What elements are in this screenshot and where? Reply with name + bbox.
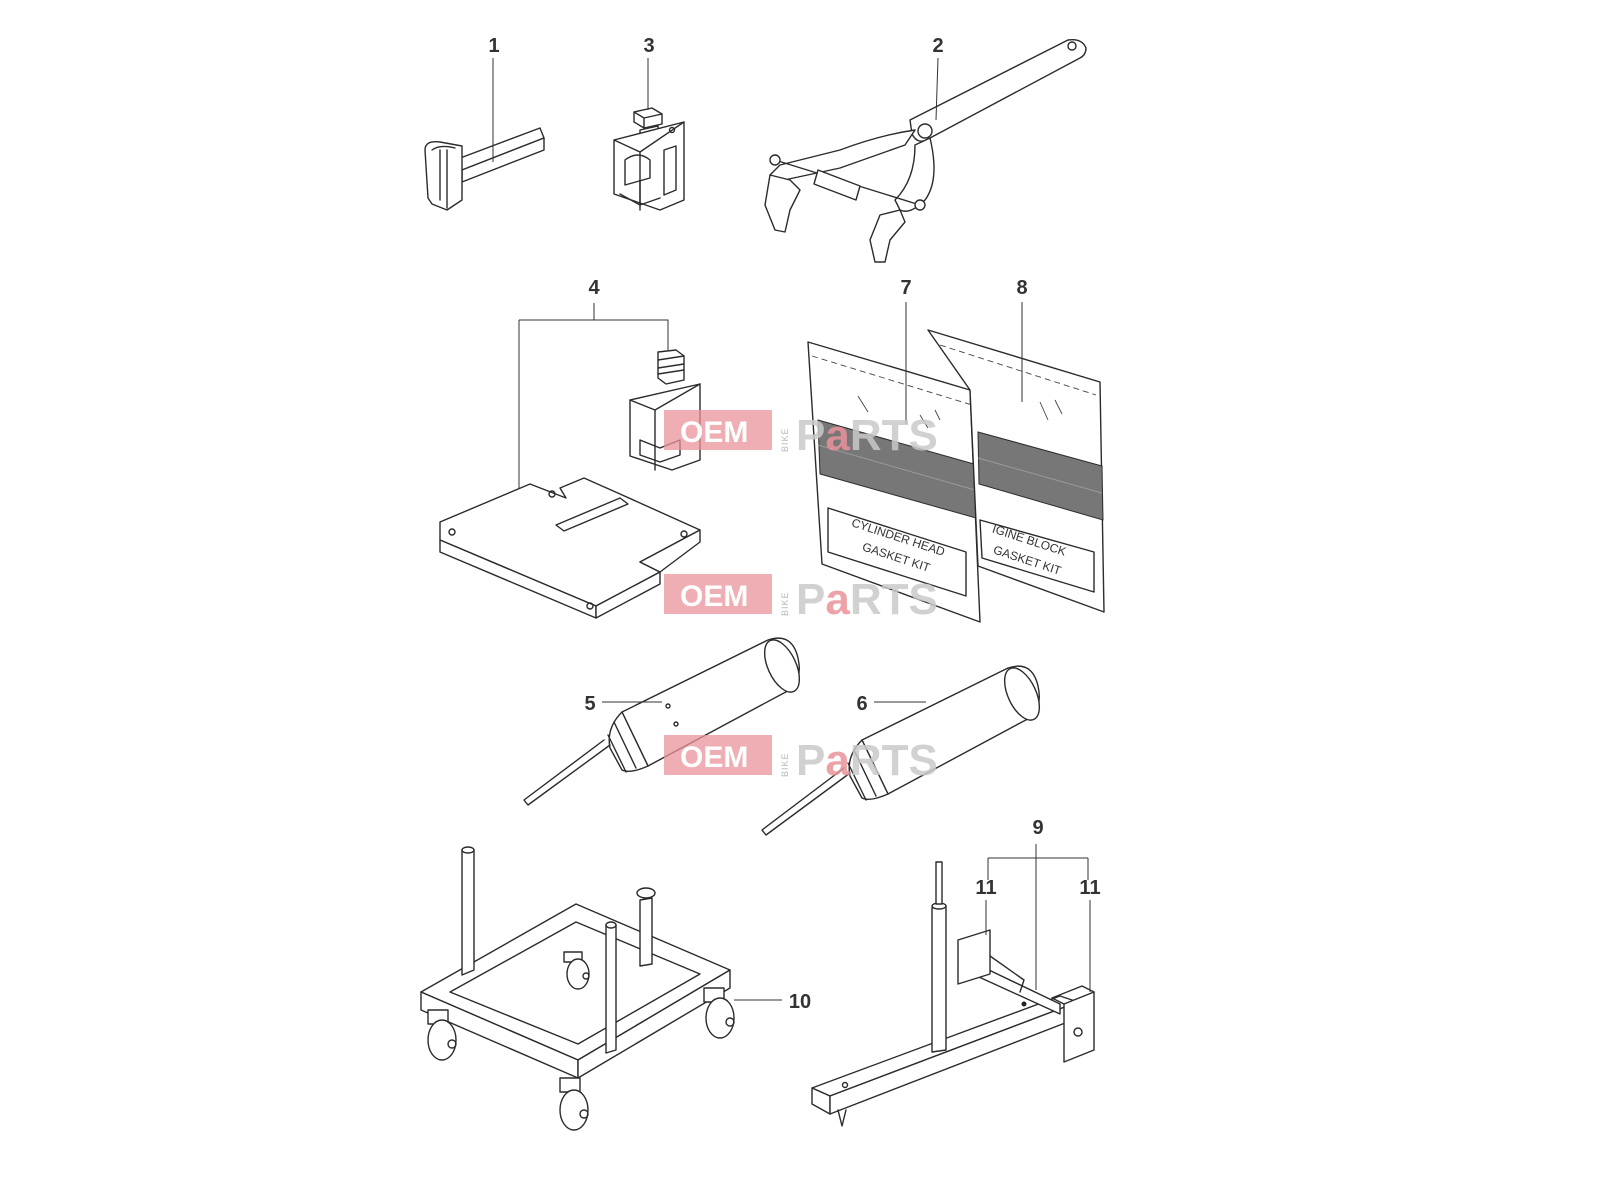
svg-text:BIKE: BIKE [780,752,790,777]
callout-1: 1 [488,35,499,57]
part-6-sealant-tube [761,665,1041,836]
part-10-engine-stand-cart [420,846,735,1131]
caster-wheel-front [559,1077,589,1131]
callout-5: 5 [584,693,595,715]
leader-lines [492,57,1091,1001]
svg-text:PaRTS: PaRTS [796,411,938,460]
callout-10: 10 [789,991,811,1013]
watermark-2: OEM BIKE PaRTS [664,574,938,624]
svg-text:OEM: OEM [680,580,748,613]
part-5-sealant-tube [523,637,801,806]
callout-3: 3 [643,35,654,57]
callout-7: 7 [900,277,911,299]
part-7-cylinder-head-gasket-bag: CYLINDER HEAD GASKET KIT [807,341,981,623]
callout-11-right: 11 [1079,877,1100,899]
watermark-3: OEM BIKE PaRTS [664,735,938,785]
callout-6: 6 [856,693,867,715]
callout-numbers: 1 3 2 4 7 8 5 6 10 9 11 11 [488,35,1100,1013]
svg-text:BIKE: BIKE [780,591,790,616]
caster-wheel-right [703,987,735,1039]
callout-4: 4 [588,277,600,299]
svg-text:PaRTS: PaRTS [796,575,938,624]
part-3-clamp-block [613,107,685,211]
part-1-bracket-tool [424,127,545,211]
callout-2: 2 [932,35,943,57]
part-9-engine-support-stand [811,861,1095,1127]
svg-text:OEM: OEM [680,416,748,449]
svg-text:BIKE: BIKE [780,427,790,452]
callout-11-left: 11 [975,877,996,899]
callout-8: 8 [1016,277,1027,299]
watermark-1: OEM BIKE PaRTS [664,410,938,460]
callout-9: 9 [1032,817,1043,839]
caster-wheel-back [563,951,590,990]
svg-text:OEM: OEM [680,741,748,774]
part-2-spreader-pliers [764,38,1087,263]
part-4-base-plate-with-clamp [439,319,701,619]
part-8-engine-block-gasket-bag: IGINE BLOCK GASKET KIT [927,329,1105,613]
svg-text:PaRTS: PaRTS [796,736,938,785]
caster-wheel-left [427,1009,457,1061]
